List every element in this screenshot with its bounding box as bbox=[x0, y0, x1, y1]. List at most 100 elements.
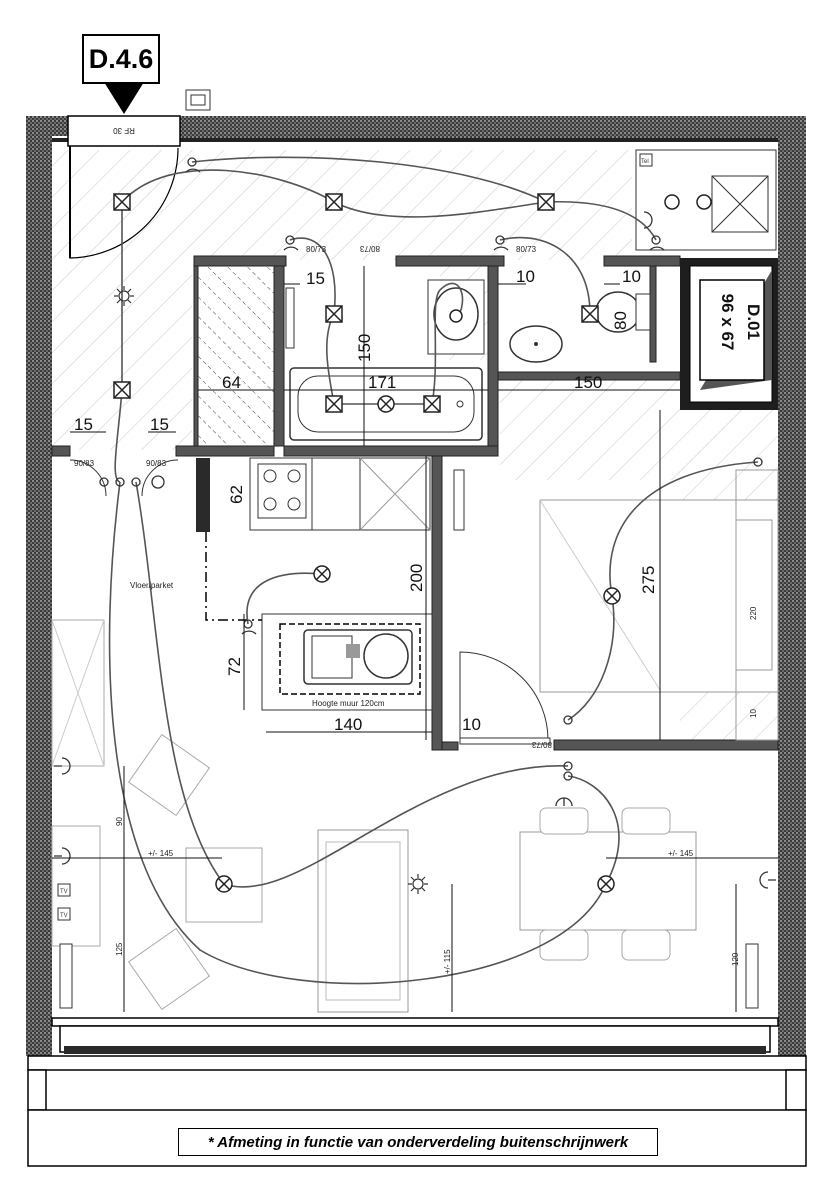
technical-shaft bbox=[680, 258, 778, 410]
light-point-icon bbox=[325, 305, 343, 323]
pendant-light-icon bbox=[449, 309, 463, 323]
socket-icon bbox=[54, 757, 71, 775]
socket-icon bbox=[643, 211, 653, 229]
light-point-icon bbox=[113, 193, 131, 211]
entrance-door bbox=[67, 89, 211, 259]
bed bbox=[539, 499, 779, 693]
pendant-light-icon bbox=[603, 587, 621, 605]
sun-light-icons bbox=[114, 286, 428, 894]
dim-left-height: 125 bbox=[115, 942, 124, 956]
light-point-icon bbox=[423, 395, 441, 413]
radiator-hall bbox=[453, 469, 465, 531]
sun-icon bbox=[114, 286, 134, 306]
tv-outlets bbox=[57, 153, 653, 921]
switch-icon bbox=[649, 235, 665, 251]
dim-wardrobe: 10 bbox=[749, 709, 758, 718]
wc-sink bbox=[509, 325, 563, 363]
switch-icon bbox=[563, 771, 573, 781]
dim-kitchen-depth: 62 bbox=[227, 485, 246, 504]
dim-wc-width: 10 bbox=[516, 267, 535, 286]
switch-icon bbox=[185, 157, 201, 173]
unit-pointer-icon bbox=[104, 82, 144, 114]
pendant-light-icon bbox=[597, 875, 615, 893]
sofa bbox=[317, 829, 409, 1013]
pendant-light-icon bbox=[377, 395, 395, 413]
pendant-light-icon bbox=[664, 194, 680, 210]
dim-bed-side: 220 bbox=[749, 606, 758, 620]
exterior-walls bbox=[26, 116, 806, 1056]
dim-hall-width: 150 bbox=[574, 373, 602, 392]
tv-label: TV bbox=[60, 889, 68, 895]
switch-icon bbox=[283, 235, 299, 251]
switch-icon bbox=[493, 235, 509, 251]
dim-store-width: 10 bbox=[622, 267, 641, 286]
kitchen-counter bbox=[196, 457, 431, 532]
unit-code-tag: D.4.6 bbox=[82, 34, 160, 84]
dim-mid-height: +/- 115 bbox=[443, 949, 452, 974]
door-code-bath-right: 80/73 bbox=[516, 245, 537, 254]
tv-cabinet bbox=[51, 619, 105, 947]
switch-icon bbox=[753, 457, 763, 467]
interior-walls bbox=[51, 255, 779, 751]
dim-store-depth: 80 bbox=[611, 311, 630, 330]
door-code-bath-left: 80/73 bbox=[306, 245, 327, 254]
door-code-living: 80/73 bbox=[531, 740, 552, 749]
light-point-icon bbox=[537, 193, 555, 211]
dim-kitchen-run: 200 bbox=[407, 564, 426, 592]
dining-table bbox=[519, 807, 697, 961]
door-code-bath-mirror: 80/73 bbox=[359, 244, 380, 253]
dim-wall-mid: 15 bbox=[150, 415, 169, 434]
light-point-icon bbox=[581, 305, 599, 323]
light-point-icon bbox=[325, 395, 343, 413]
dim-bath-width: 171 bbox=[368, 373, 396, 392]
kitchen-boundary bbox=[205, 532, 262, 621]
armchairs bbox=[127, 733, 263, 1011]
pendant-light-icon bbox=[215, 875, 233, 893]
interior-doors bbox=[69, 459, 551, 745]
utility-corner bbox=[635, 149, 777, 251]
sun-icon bbox=[408, 874, 428, 894]
switch-icon bbox=[115, 477, 125, 487]
light-point-icon bbox=[325, 193, 343, 211]
electrical-wiring bbox=[108, 156, 759, 985]
socket-icon bbox=[759, 871, 776, 889]
floor-label: Vloer/parket bbox=[130, 581, 174, 590]
kitchen-island bbox=[261, 613, 433, 711]
door-rating-label: RF 30 bbox=[113, 126, 135, 135]
ceiling-light-points bbox=[113, 193, 599, 413]
footnote: * Afmeting in functie van onderverdeling… bbox=[178, 1128, 658, 1156]
tv-label-2: TV bbox=[60, 913, 68, 919]
dim-island-length: 140 bbox=[334, 715, 362, 734]
socket-icon bbox=[54, 847, 71, 865]
switch-icon bbox=[99, 477, 109, 487]
shaft-label: D.01 bbox=[744, 304, 763, 340]
pendant-light-icon bbox=[696, 194, 712, 210]
round-light-fittings bbox=[215, 194, 712, 893]
dim-bed-depth: 275 bbox=[639, 566, 658, 594]
switch-icon bbox=[563, 761, 573, 771]
dim-counter-height: 72 bbox=[225, 657, 244, 676]
socket-symbols bbox=[54, 211, 776, 889]
door-code-corridor-right: 90/83 bbox=[146, 459, 167, 468]
dim-wc-depth: 15 bbox=[306, 269, 325, 288]
dim-right-height: 120 bbox=[731, 952, 740, 966]
radiator-bath bbox=[285, 287, 295, 349]
radiators-living bbox=[59, 943, 759, 1009]
closet-storage bbox=[198, 266, 274, 446]
switch-icon bbox=[131, 477, 141, 487]
toilet bbox=[595, 291, 651, 333]
dim-door-gap: 10 bbox=[462, 715, 481, 734]
dim-left-offset: +/- 145 bbox=[148, 849, 174, 858]
dim-closet-width: 64 bbox=[222, 373, 241, 392]
shaft-size: 96 x 67 bbox=[718, 294, 737, 351]
wardrobe bbox=[735, 469, 779, 741]
dim-wall-left: 15 bbox=[74, 415, 93, 434]
door-code-corridor-left: 90/83 bbox=[74, 459, 95, 468]
switch-icon bbox=[151, 475, 165, 489]
dim-bath-height: 150 bbox=[355, 334, 374, 362]
dimension-lines bbox=[52, 266, 778, 1012]
dim-right-offset: +/- 145 bbox=[668, 849, 694, 858]
counter-note: Hoogte muur 120cm bbox=[312, 699, 385, 708]
switch-symbols bbox=[99, 157, 763, 781]
